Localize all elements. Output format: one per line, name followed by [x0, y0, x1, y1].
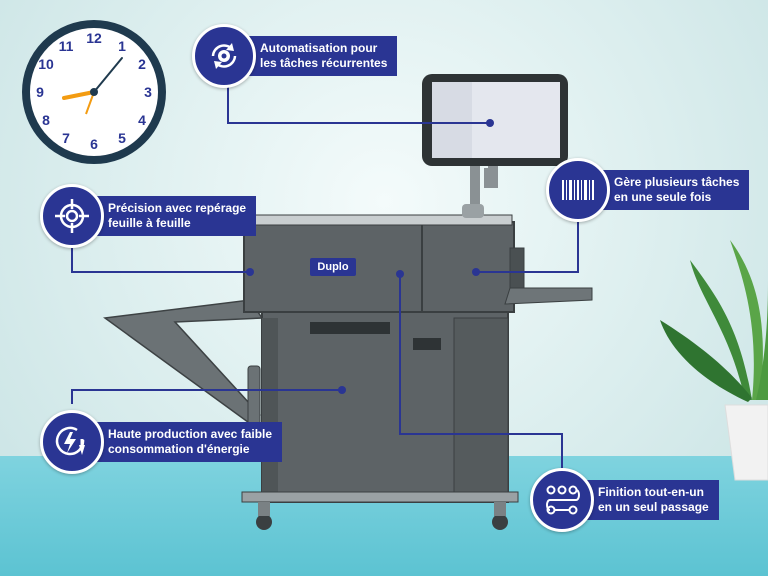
clock-number: 9	[36, 84, 44, 100]
callout-energy: Haute production avec faible consommatio…	[40, 410, 283, 474]
crosshair-target-icon	[40, 184, 104, 248]
callout-precision: Précision avec repérage feuille à feuill…	[40, 184, 257, 248]
lightning-energy-icon	[40, 410, 104, 474]
clock-number: 6	[90, 136, 98, 152]
callout-automation-text: Automatisation pour les tâches récurrent…	[238, 36, 398, 76]
clock-number: 10	[38, 56, 54, 72]
clock-number: 4	[138, 112, 146, 128]
callout-energy-text: Haute production avec faible consommatio…	[86, 422, 283, 462]
clock-number: 2	[138, 56, 146, 72]
clock-number: 11	[58, 38, 74, 54]
callout-finishing-text: Finition tout-en-un en un seul passage	[576, 480, 719, 520]
barcode-icon	[546, 158, 610, 222]
clock-number: 8	[42, 112, 50, 128]
clock-number: 7	[62, 130, 70, 146]
callout-precision-text: Précision avec repérage feuille à feuill…	[86, 196, 257, 236]
callout-automation: Automatisation pour les tâches récurrent…	[192, 24, 398, 88]
clock-number: 5	[118, 130, 126, 146]
gear-cycle-icon	[192, 24, 256, 88]
clock: 12 1 2 3 4 5 6 7 8 9 10 11	[20, 18, 168, 166]
callout-finishing: Finition tout-en-un en un seul passage	[530, 468, 719, 532]
flow-path-icon	[530, 468, 594, 532]
clock-number: 12	[86, 30, 102, 46]
clock-face	[22, 20, 166, 164]
callout-multitask: Gère plusieurs tâches en une seule fois	[546, 158, 750, 222]
clock-number: 1	[118, 38, 126, 54]
plant	[660, 240, 768, 481]
duplo-logo: Duplo	[310, 258, 356, 276]
callout-multitask-text: Gère plusieurs tâches en une seule fois	[592, 170, 750, 210]
clock-number: 3	[144, 84, 152, 100]
